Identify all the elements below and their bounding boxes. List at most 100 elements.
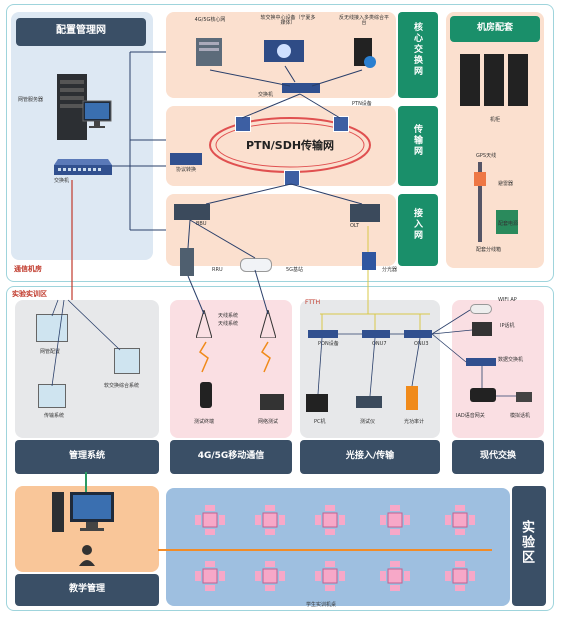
modern-panel bbox=[452, 300, 544, 438]
server-icon bbox=[56, 72, 90, 142]
onu3-icon bbox=[404, 330, 432, 338]
optical-title: 光接入/传输 bbox=[345, 451, 395, 461]
data-switch-icon bbox=[466, 358, 496, 366]
mgmt-title: 管理系统 bbox=[68, 451, 105, 461]
rru-label: RRU bbox=[212, 267, 223, 273]
config-net-header bbox=[16, 18, 146, 46]
ip-phone-icon bbox=[472, 322, 492, 336]
comm-room-label: 通信机房 bbox=[14, 265, 42, 273]
gps-label: GPS天线 bbox=[476, 153, 497, 159]
student-area-panel bbox=[166, 488, 510, 606]
antenna-left-icon bbox=[195, 308, 213, 339]
ptn-node-bottom-icon bbox=[284, 170, 300, 186]
mobile-header bbox=[170, 440, 292, 474]
core-item-1: 4G/5G核心网 bbox=[194, 17, 226, 23]
power-label: 配套电源 bbox=[498, 221, 519, 227]
mgmt-screen-1 bbox=[36, 314, 68, 342]
mobile-item-4: 网络测试 bbox=[258, 419, 279, 425]
config-switch-label: 交换机 bbox=[54, 178, 70, 184]
mgmt-item-3: 软交换综合系统 bbox=[104, 383, 140, 389]
experiment-header bbox=[512, 486, 546, 606]
student-desk-icon bbox=[379, 560, 411, 592]
core-switch-icon bbox=[282, 80, 320, 94]
modern-item-4: IAD语音网关 bbox=[456, 413, 485, 419]
optical-item-2: ONU7 bbox=[372, 341, 387, 347]
student-desk-icon bbox=[194, 560, 226, 592]
mobile-item-2: 天线系统 bbox=[218, 321, 239, 327]
comm-room-frame bbox=[6, 4, 554, 282]
student-desk-icon bbox=[444, 560, 476, 592]
lab-label: 实验实训区 bbox=[12, 290, 47, 298]
mgmt-screen-3 bbox=[38, 384, 66, 408]
orange-bus-line bbox=[158, 549, 492, 551]
tester-icon bbox=[356, 396, 382, 408]
student-desk-icon bbox=[444, 504, 476, 536]
bbu-label: BBU bbox=[196, 221, 207, 227]
rack-icon bbox=[460, 52, 530, 108]
pon-icon bbox=[308, 330, 338, 338]
mgmt-item-2: 传输系统 bbox=[44, 413, 65, 419]
ap-icon bbox=[470, 304, 492, 314]
optical-item-1: PON设备 bbox=[318, 341, 339, 347]
fttx-label: FTTH bbox=[305, 299, 321, 306]
access-title: 接入网 bbox=[412, 208, 422, 241]
optical-item-6: 光功率计 bbox=[404, 419, 425, 425]
pc-icon bbox=[306, 394, 328, 412]
core-server-icon bbox=[194, 36, 224, 70]
modern-header bbox=[452, 440, 544, 474]
student-desk-icon bbox=[194, 504, 226, 536]
rru-icon bbox=[180, 248, 194, 276]
server-label: 网管服务器 bbox=[18, 97, 44, 103]
student-desk-icon bbox=[254, 504, 286, 536]
machine-room-header bbox=[450, 16, 540, 42]
optical-panel bbox=[300, 300, 440, 438]
iad-icon bbox=[470, 388, 496, 402]
modern-item-2: IP话机 bbox=[500, 323, 515, 329]
modern-item-5: 模拟话机 bbox=[510, 413, 531, 419]
core-switch-label: 交换机 bbox=[258, 92, 274, 98]
mobile-item-3: 测试终端 bbox=[194, 419, 215, 425]
ptn-node-left-icon bbox=[235, 116, 251, 132]
core-title: 核心交换网 bbox=[412, 22, 422, 77]
onu7-icon bbox=[362, 330, 390, 338]
mobile-item-1: 天线系统 bbox=[218, 313, 239, 319]
student-desk-icon bbox=[254, 560, 286, 592]
mgmt-screen-2 bbox=[114, 348, 140, 374]
converter-icon bbox=[170, 153, 202, 165]
antenna-icon bbox=[470, 162, 490, 242]
ptn-node-right-icon bbox=[333, 116, 349, 132]
student-desk-icon bbox=[314, 504, 346, 536]
olt-icon bbox=[350, 204, 380, 222]
mgmt-header bbox=[15, 440, 159, 474]
teaching-header bbox=[15, 574, 159, 606]
core-item-2: 软交换中心设备（宁夏多媒体） bbox=[260, 15, 316, 26]
modern-item-3: 数据交换机 bbox=[498, 357, 524, 363]
core-item-3: 反无线接入多类综合平台 bbox=[338, 15, 389, 26]
access-header bbox=[398, 194, 438, 266]
machine-room-title: 机房配套 bbox=[476, 23, 513, 33]
gnb-label: 5G基站 bbox=[286, 267, 304, 273]
splitter-label: 分光器 bbox=[382, 267, 398, 273]
arrester-label: 避雷器 bbox=[498, 181, 514, 187]
teaching-title: 教学管理 bbox=[68, 584, 105, 594]
core-platform-icon bbox=[350, 36, 378, 70]
student-label: 学生实训机桌 bbox=[306, 602, 337, 608]
config-switch-icon bbox=[54, 155, 112, 177]
feeder-label: 配套分线箱 bbox=[476, 247, 502, 253]
optical-item-3: ONU3 bbox=[414, 341, 429, 347]
optical-item-5: 测试仪 bbox=[360, 419, 376, 425]
rack-label: 机柜 bbox=[490, 117, 501, 123]
ptn-label: PTN设备 bbox=[352, 101, 372, 107]
analog-phone-icon bbox=[516, 392, 532, 402]
core-header bbox=[398, 12, 438, 98]
ring-label: PTN/SDH传输网 bbox=[246, 139, 335, 152]
splitter-icon bbox=[362, 252, 376, 270]
power-icon bbox=[496, 210, 518, 234]
bbu-icon bbox=[174, 204, 210, 220]
softswitch-icon bbox=[262, 36, 306, 66]
modern-item-1: WIFI AP bbox=[498, 297, 517, 303]
transport-header bbox=[398, 106, 438, 186]
teacher-pc-icon bbox=[52, 490, 118, 536]
teacher-avatar bbox=[78, 544, 96, 566]
